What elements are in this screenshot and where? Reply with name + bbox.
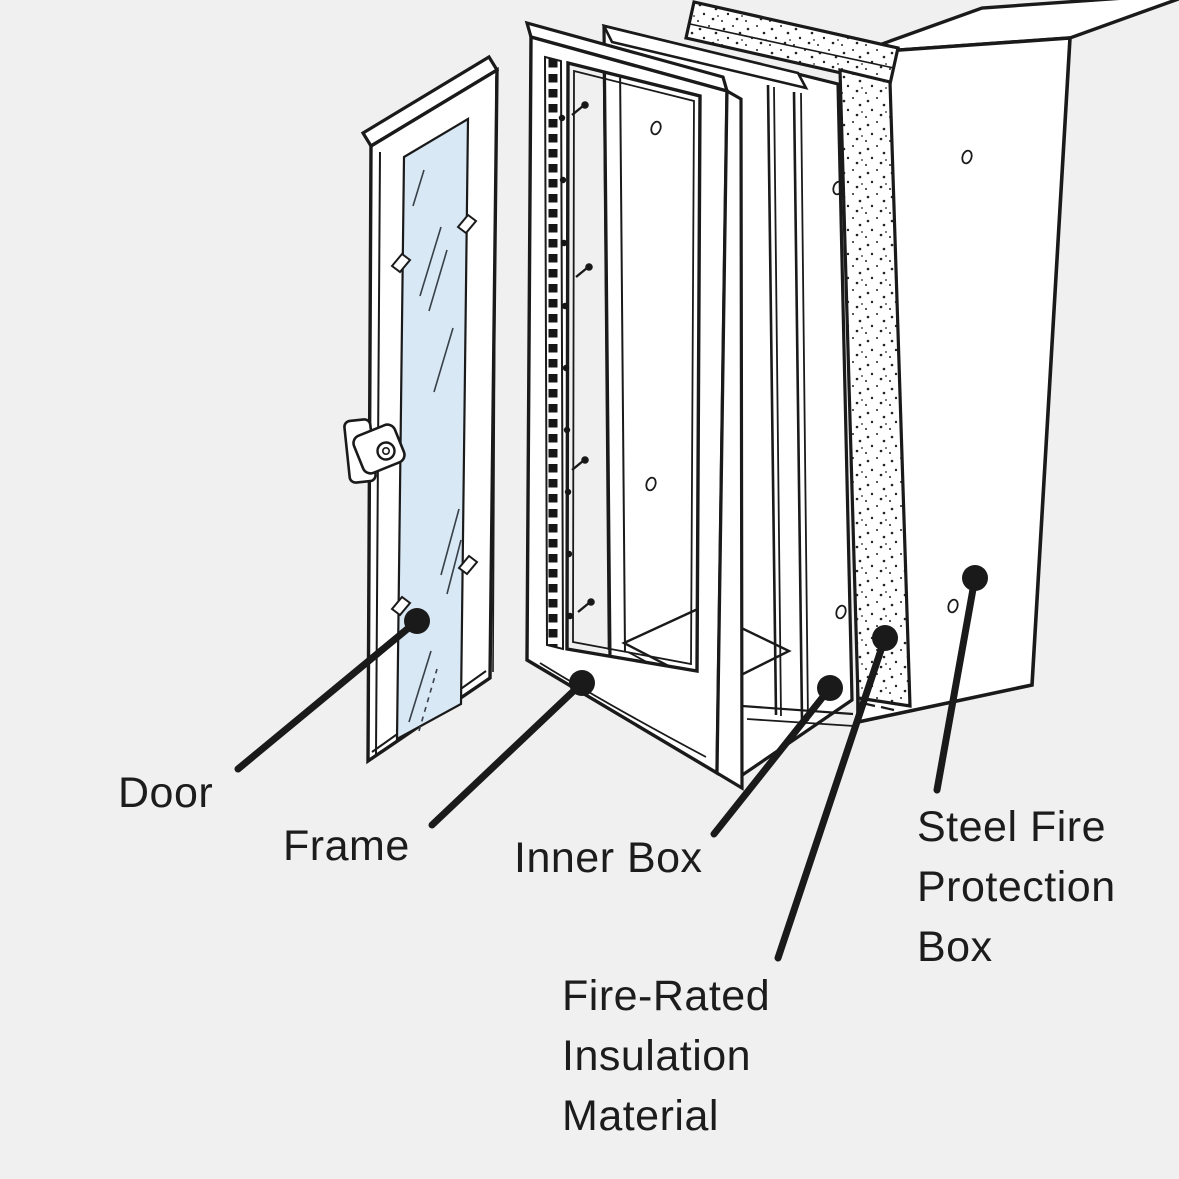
door-label: Door bbox=[118, 769, 214, 817]
frame-callout-dot bbox=[569, 670, 595, 696]
frame-leader-line bbox=[428, 679, 586, 829]
inner-box-leader-line bbox=[710, 684, 834, 838]
callout-dots bbox=[404, 565, 988, 701]
door-glass bbox=[395, 117, 470, 741]
frame-label: Frame bbox=[283, 822, 410, 870]
frame-graphic bbox=[524, 20, 744, 791]
steel-box-label-line-3: Box bbox=[917, 923, 993, 971]
leader-lines bbox=[234, 574, 979, 962]
steel-box-label: Steel Fire Protection Box bbox=[917, 797, 1116, 977]
steel-box-leader-line bbox=[933, 574, 979, 794]
insulation-label-line-1: Fire-Rated bbox=[562, 972, 771, 1020]
insulation-callout-dot bbox=[872, 625, 898, 651]
insulation-leader-line bbox=[774, 634, 889, 962]
steel-box-callout-dot bbox=[962, 565, 988, 591]
insulation-label-line-3: Material bbox=[562, 1092, 719, 1140]
inner-box-callout-dot bbox=[817, 675, 843, 701]
insulation-label: Fire-Rated Insulation Material bbox=[562, 966, 770, 1146]
steel-box-label-line-1: Steel Fire bbox=[917, 803, 1107, 851]
inner-box-label: Inner Box bbox=[514, 834, 703, 882]
insulation-label-line-2: Insulation bbox=[562, 1032, 752, 1080]
door-callout-dot bbox=[404, 608, 430, 634]
insulation-panel-graphic bbox=[684, 0, 912, 712]
door-latch bbox=[343, 418, 406, 484]
door-graphic bbox=[343, 54, 500, 765]
steel-box-label-line-2: Protection bbox=[917, 863, 1116, 911]
door-leader-line bbox=[234, 617, 421, 773]
